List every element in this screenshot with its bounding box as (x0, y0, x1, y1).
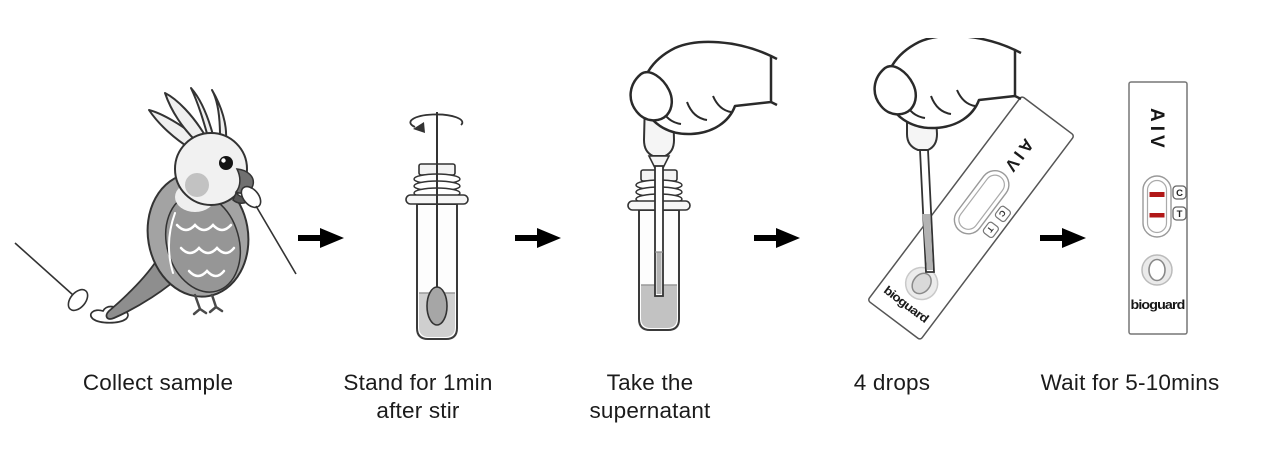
step-caption-stand-stir: Stand for 1min after stir (343, 370, 493, 423)
swab-ground (14, 242, 89, 312)
arrow-right-icon (298, 228, 344, 248)
test-line (1149, 213, 1165, 218)
control-line-marker: C (994, 205, 1012, 223)
bird-crest (148, 87, 228, 150)
tube-stir-illustration (405, 112, 469, 340)
bird-illustration (14, 87, 297, 324)
stir-arrow-icon (409, 113, 464, 133)
result-window (1142, 175, 1172, 238)
brand-logo: bioguard (1131, 297, 1186, 312)
sample-well (1141, 254, 1173, 286)
control-line (1149, 192, 1165, 197)
result-window (953, 169, 1010, 235)
test-line-marker: T (1172, 206, 1187, 221)
dropper-liquid (922, 214, 933, 270)
control-line-marker: C (1172, 185, 1187, 200)
bird-feet (192, 293, 224, 316)
test-line-marker: T (982, 221, 999, 239)
take-supernatant-illustration (627, 40, 778, 331)
step-caption-wait: Wait for 5-10mins (1040, 370, 1220, 395)
swab-tip (426, 286, 448, 326)
svg-text:C: C (1176, 188, 1183, 199)
four-drops-illustration: AIV C T bioguard (868, 38, 1074, 340)
svg-text:T: T (1177, 209, 1183, 220)
bird-cheek-patch (185, 173, 209, 197)
svg-text:C: C (997, 208, 1008, 218)
svg-text:T: T (985, 225, 995, 234)
arrow-right-icon (515, 228, 561, 248)
sample-well (904, 266, 939, 301)
step-caption-four-drops: 4 drops (853, 370, 931, 395)
test-cassette-result: AIV C T bioguard (1128, 81, 1188, 335)
step-caption-collect-sample: Collect sample (82, 370, 234, 395)
dropper-liquid (656, 252, 662, 294)
swab-beak (240, 185, 297, 275)
hand (629, 40, 778, 136)
bird-eye (219, 156, 233, 170)
assay-name-label: AIV (1146, 108, 1167, 152)
tube-liquid (641, 285, 677, 328)
step-caption-supernatant: Take the supernatant (589, 370, 711, 423)
arrow-right-icon (1040, 228, 1086, 248)
arrow-right-icon (754, 228, 800, 248)
hand (873, 38, 1022, 130)
test-cassette-tilted: AIV C T bioguard (868, 96, 1074, 340)
